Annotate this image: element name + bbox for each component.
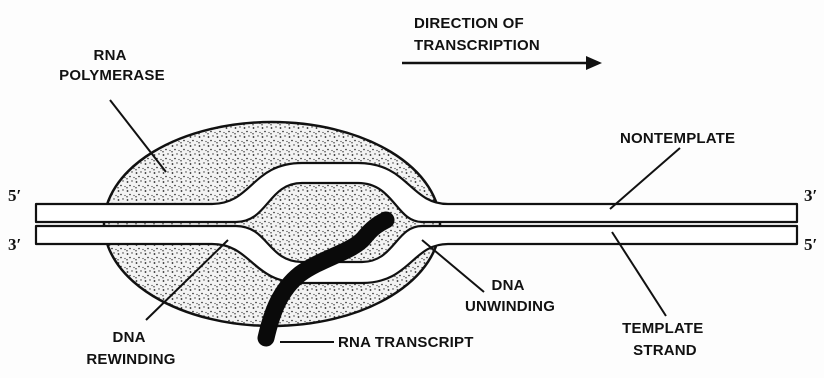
label-rna-transcript: RNA TRANSCRIPT [338, 334, 474, 351]
label-dna-unwinding: DNA UNWINDING [465, 277, 555, 315]
label-dna-rewinding: DNA REWINDING [86, 329, 175, 368]
end-top-right: 3′ [804, 186, 817, 205]
end-top-left: 5′ [8, 186, 21, 205]
leader-dna-unwinding [422, 240, 484, 292]
label-rna-polymerase: RNA POLYMERASE [59, 47, 165, 84]
label-direction-of-transcription: DIRECTION OF TRANSCRIPTION [414, 15, 540, 54]
end-bottom-left: 3′ [8, 235, 21, 254]
end-bottom-right: 5′ [804, 235, 817, 254]
label-template-strand: TEMPLATE STRAND [622, 320, 708, 359]
label-nontemplate: NONTEMPLATE [620, 130, 735, 147]
leader-nontemplate [610, 148, 680, 209]
direction-arrow-head [586, 56, 602, 70]
